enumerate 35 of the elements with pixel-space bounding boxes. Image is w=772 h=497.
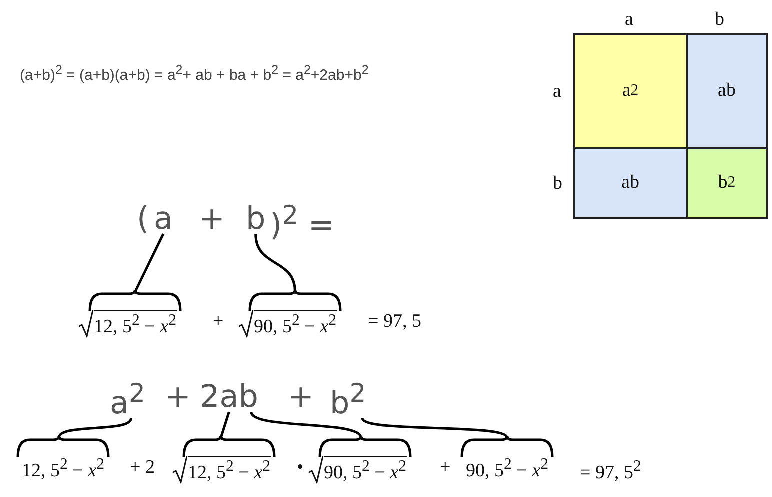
side-label: b	[553, 174, 562, 195]
math-expression: 12, 5$^{2}$ − x$^{2}$	[94, 310, 176, 338]
brace-leader	[88, 232, 182, 312]
side-label: b	[715, 10, 724, 31]
side-label: a	[553, 82, 562, 103]
math-symbol: (	[137, 202, 150, 236]
brace-leader	[182, 410, 276, 458]
math-symbol: = 97, 5	[368, 312, 422, 333]
area-cell: ab	[573, 147, 688, 219]
math-symbol: = 97, 5$^{2}$	[580, 458, 642, 484]
area-cell: ab	[686, 33, 768, 149]
expression-term: a$^{2}$	[110, 380, 146, 420]
math-symbol: +	[288, 380, 314, 414]
brace-leader	[248, 232, 342, 312]
brace-leader	[250, 410, 412, 458]
math-expression: 90, 5$^{2}$ − x$^{2}$	[254, 310, 336, 338]
math-symbol: +	[165, 380, 191, 414]
math-symbol: +	[213, 312, 224, 333]
math-symbol: + 2	[130, 458, 155, 479]
expression-term: b$^{2}$	[330, 380, 366, 420]
math-expression: 12, 5$^{2}$ − x$^{2}$	[188, 456, 270, 484]
expression-term: b	[246, 202, 266, 236]
expression-term: a	[154, 202, 173, 236]
math-expression: 12, 5$^{2}$ − x$^{2}$	[22, 456, 104, 482]
math-expression: 90, 5$^{2}$ − x$^{2}$	[324, 456, 406, 484]
math-symbol: +	[199, 202, 225, 236]
brace-leader	[361, 417, 554, 458]
math-expression: 90, 5$^{2}$ − x$^{2}$	[466, 456, 548, 482]
side-label: a	[625, 10, 634, 31]
formula-text: (a+b)$^{2}$ = (a+b)(a+b) = a$^{2}$+ ab + ba + b$^{2}$ = a$^{2}$+2ab+b$^{2}$	[20, 64, 369, 84]
expression-term: 2ab	[200, 380, 258, 414]
math-symbol: •	[297, 458, 304, 479]
math-symbol: +	[440, 458, 451, 479]
brace-leader	[16, 417, 132, 458]
math-symbol: )$^{2}$ =	[270, 202, 334, 242]
